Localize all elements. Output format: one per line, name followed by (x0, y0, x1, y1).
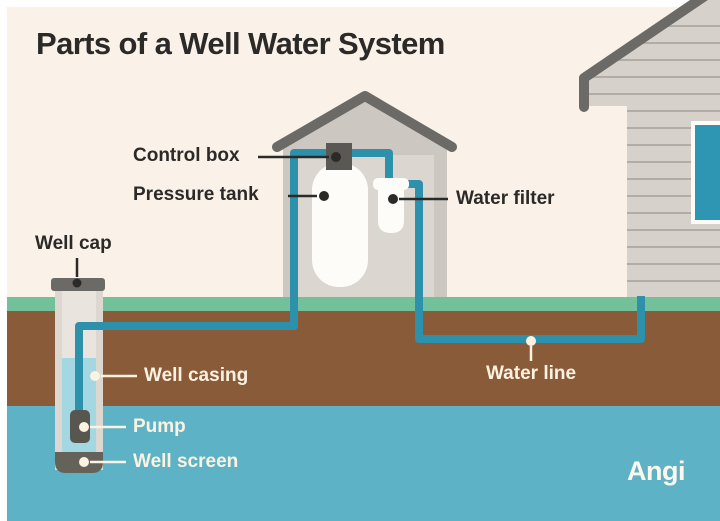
window (691, 121, 720, 224)
dot-pressure-tank (319, 191, 329, 201)
leader-lines (72, 152, 536, 467)
label-water-line: Water line (485, 363, 577, 384)
well-screen-shape (55, 452, 103, 473)
water-filter-shape (373, 178, 409, 233)
label-well-casing: Well casing (144, 365, 249, 386)
dot-well-casing (90, 371, 100, 381)
dot-water-line (526, 336, 536, 346)
window-pane (695, 125, 720, 220)
pipe-filter-to-house-water-line (403, 180, 645, 343)
label-well-cap: Well cap (35, 233, 112, 254)
label-pressure-tank: Pressure tank (133, 184, 259, 205)
dot-water-filter (388, 194, 398, 204)
dot-pump (79, 422, 89, 432)
dot-control-box (331, 152, 341, 162)
label-pump: Pump (133, 416, 186, 437)
grass-layer (7, 297, 720, 311)
angi-logo: Angi (627, 456, 686, 486)
shed-roof (272, 91, 457, 152)
dot-well-screen (79, 457, 89, 467)
groundwater-layer (7, 406, 720, 521)
label-well-screen: Well screen (133, 451, 239, 472)
pressure-tank-shape (312, 163, 368, 287)
label-water-filter: Water filter (456, 188, 555, 209)
pipe-well-to-pressure-tank (75, 149, 393, 413)
label-control-box: Control box (133, 145, 240, 166)
page-title: Parts of a Well Water System (36, 26, 445, 61)
shed-gable (277, 97, 452, 147)
dot-well-cap (72, 278, 82, 288)
house-roof (579, 0, 708, 112)
